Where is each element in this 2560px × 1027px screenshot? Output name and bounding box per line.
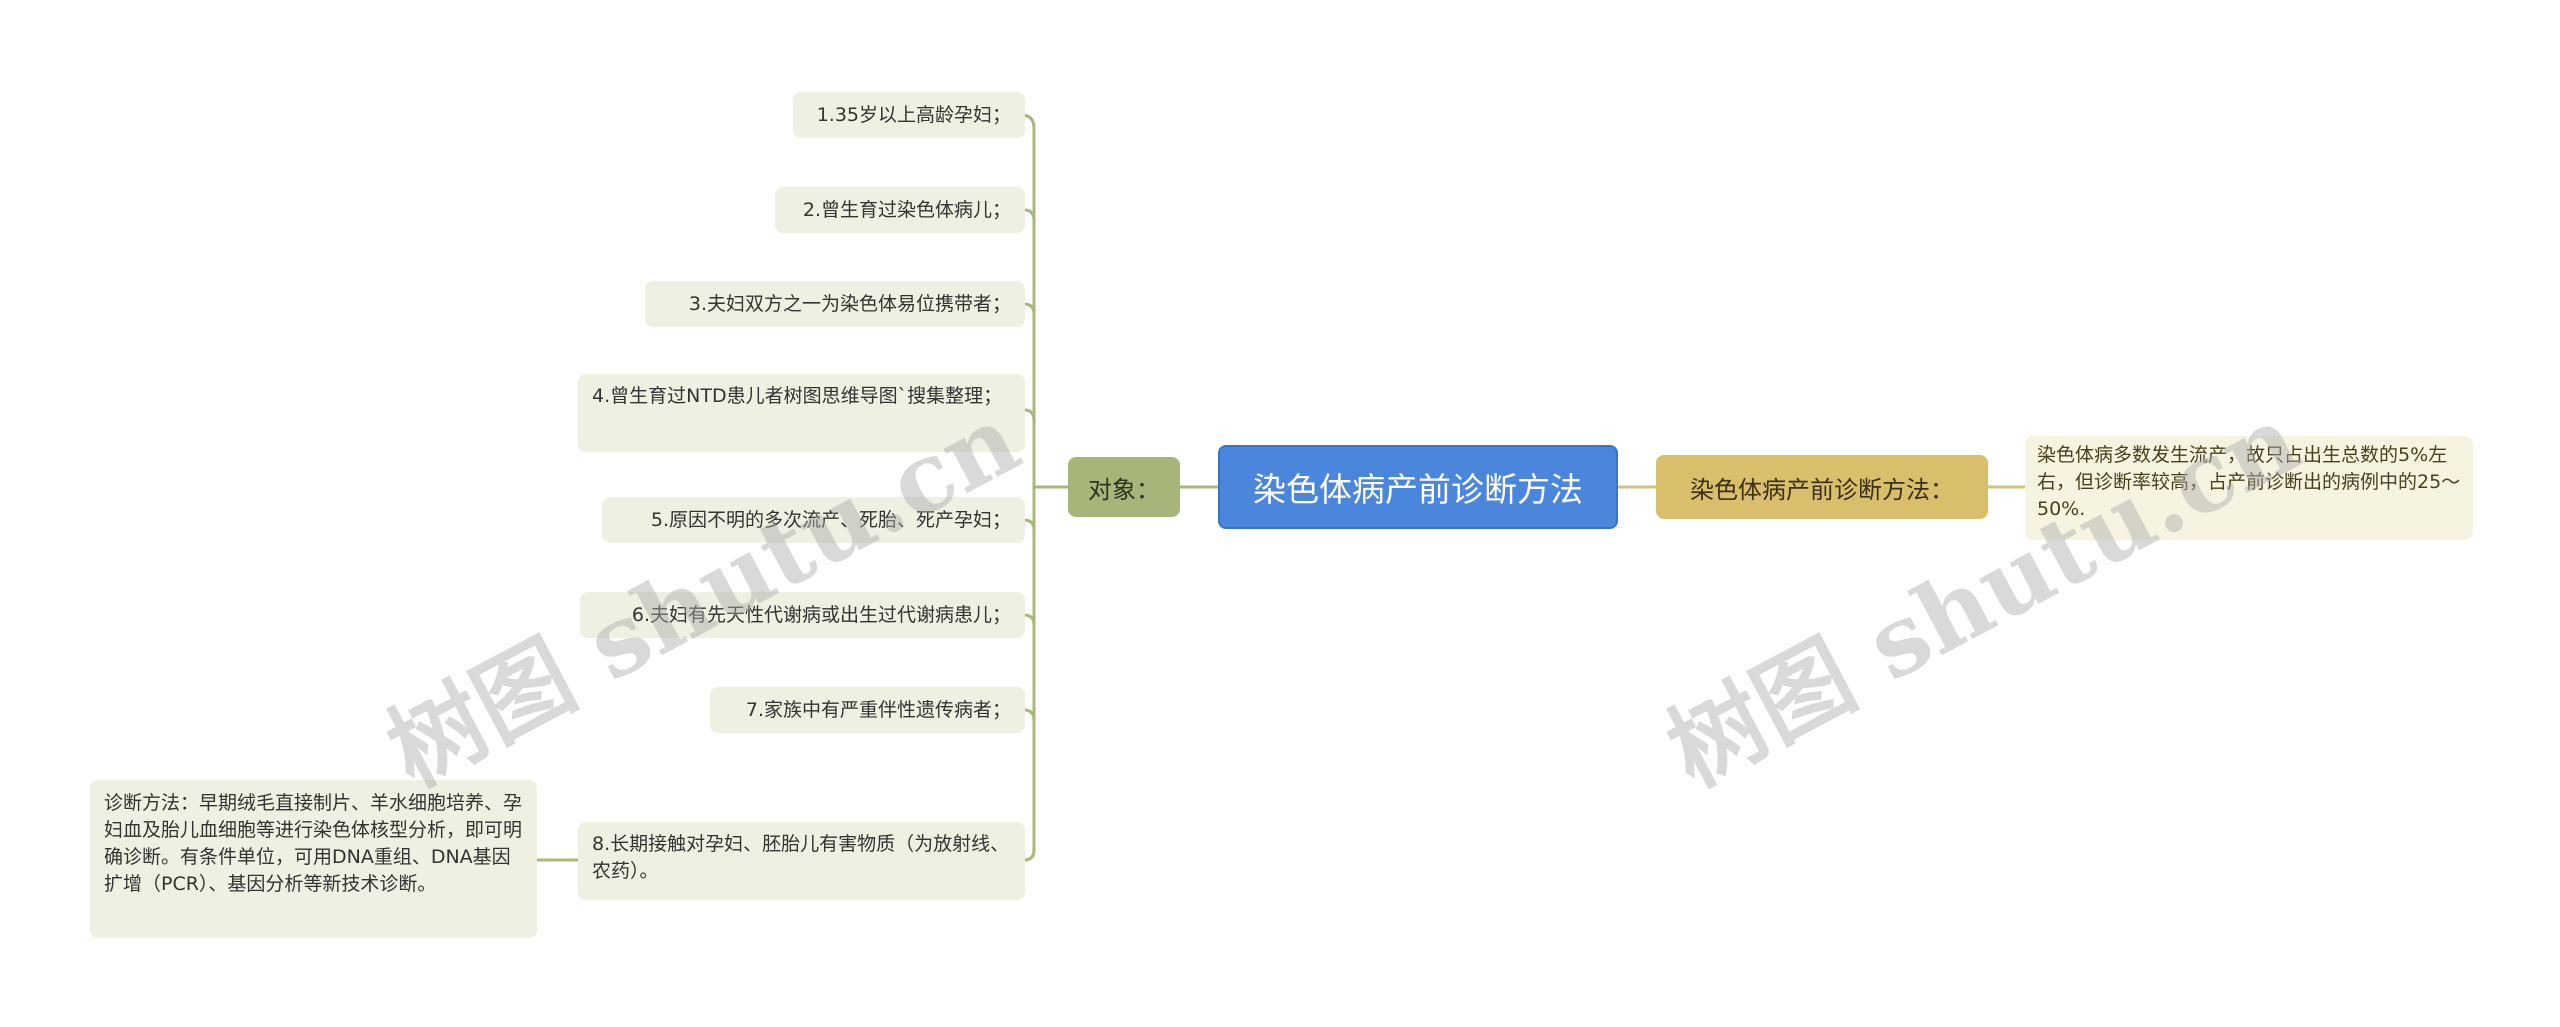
leaf-right-detail[interactable]: 染色体病多数发生流产，故只占出生总数的5%左右，但诊断率较高，占产前诊断出的病例… — [2025, 436, 2473, 540]
leaf-item-8[interactable]: 8.长期接触对孕妇、胚胎儿有害物质（为放射线、农药）。 — [578, 822, 1025, 900]
root-node[interactable]: 染色体病产前诊断方法 — [1218, 445, 1618, 529]
branch-diagnosis-label: 染色体病产前诊断方法： — [1690, 475, 1954, 504]
leaf-right-detail-label: 染色体病多数发生流产，故只占出生总数的5%左右，但诊断率较高，占产前诊断出的病例… — [2037, 444, 2461, 520]
leaf-diagnosis-method-label: 诊断方法：早期绒毛直接制片、羊水细胞培养、孕妇血及胎儿血细胞等进行染色体核型分析… — [104, 792, 523, 895]
link-item-8 — [1020, 487, 1036, 862]
leaf-item-8-label: 8.长期接触对孕妇、胚胎儿有害物质（为放射线、农药）。 — [592, 833, 1010, 882]
leaf-item-5-label: 5.原因不明的多次流产、死胎、死产孕妇； — [650, 508, 1011, 531]
leaf-item-4[interactable]: 4.曾生育过NTD患儿者树图思维导图`搜集整理； — [578, 374, 1025, 452]
leaf-item-3[interactable]: 3.夫妇双方之一为染色体易位携带者； — [645, 281, 1025, 327]
branch-objects[interactable]: 对象： — [1068, 457, 1180, 517]
leaf-diagnosis-method[interactable]: 诊断方法：早期绒毛直接制片、羊水细胞培养、孕妇血及胎儿血细胞等进行染色体核型分析… — [90, 780, 537, 938]
leaf-item-6-label: 6.夫妇有先天性代谢病或出生过代谢病患儿； — [631, 603, 1011, 626]
leaf-item-2[interactable]: 2.曾生育过染色体病儿； — [775, 187, 1025, 233]
leaf-item-2-label: 2.曾生育过染色体病儿； — [802, 198, 1011, 221]
leaf-item-3-label: 3.夫妇双方之一为染色体易位携带者； — [688, 292, 1011, 315]
leaf-item-6[interactable]: 6.夫妇有先天性代谢病或出生过代谢病患儿； — [580, 592, 1025, 638]
leaf-item-5[interactable]: 5.原因不明的多次流产、死胎、死产孕妇； — [602, 497, 1025, 543]
root-label: 染色体病产前诊断方法 — [1253, 470, 1583, 509]
leaf-item-1-label: 1.35岁以上高龄孕妇； — [816, 103, 1011, 126]
branch-objects-label: 对象： — [1088, 475, 1160, 504]
leaf-item-4-label: 4.曾生育过NTD患儿者树图思维导图`搜集整理； — [592, 385, 1003, 407]
leaf-item-7[interactable]: 7.家族中有严重伴性遗传病者； — [710, 687, 1025, 733]
leaf-item-7-label: 7.家族中有严重伴性遗传病者； — [745, 698, 1011, 721]
branch-diagnosis[interactable]: 染色体病产前诊断方法： — [1656, 455, 1988, 519]
leaf-item-1[interactable]: 1.35岁以上高龄孕妇； — [793, 92, 1025, 138]
